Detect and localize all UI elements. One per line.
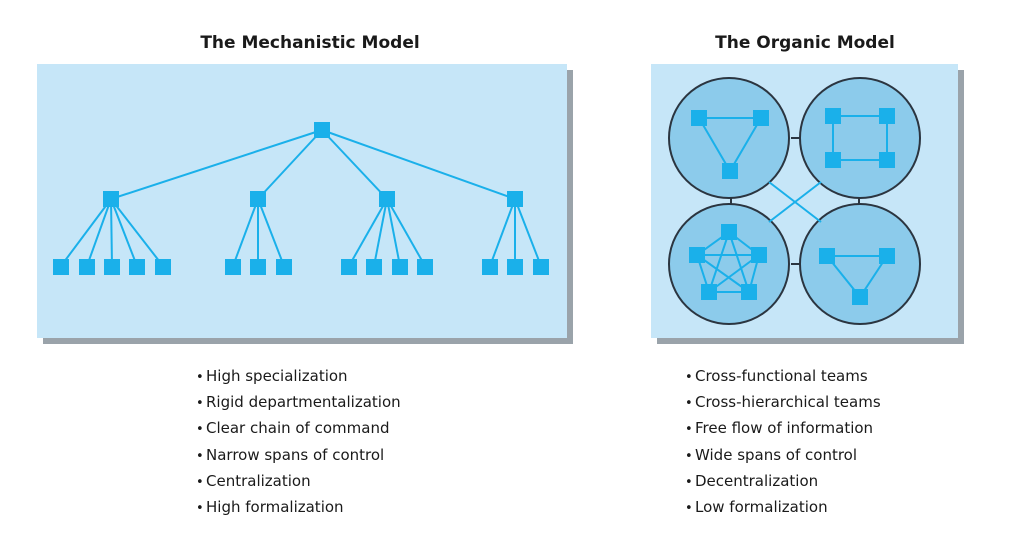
worker-node: [250, 259, 266, 275]
mechanistic-hierarchy-diagram: [53, 122, 549, 275]
mechanistic-model-title: The Mechanistic Model: [200, 33, 420, 53]
team-member-node: [753, 110, 769, 126]
worker-node: [79, 259, 95, 275]
cross-link-line: [768, 181, 822, 223]
team-member-node: [879, 152, 895, 168]
connector-line: [321, 129, 516, 200]
team-member-node: [722, 163, 738, 179]
team-member-node: [819, 248, 835, 264]
characteristic-item: Rigid departmentalization: [196, 390, 401, 416]
cross-team-links: [768, 181, 822, 223]
worker-node: [533, 259, 549, 275]
connector-line: [386, 198, 426, 267]
worker-node: [129, 259, 145, 275]
middle-manager-node: [507, 191, 523, 207]
connector-line: [232, 198, 259, 267]
team-triangle-links: [824, 255, 889, 299]
connector-line: [60, 198, 112, 267]
connector-line: [257, 129, 323, 200]
connector-line: [373, 198, 388, 267]
worker-node: [507, 259, 523, 275]
connector-line: [348, 198, 388, 267]
connector-line: [257, 198, 285, 267]
worker-node: [225, 259, 241, 275]
connector-line: [489, 198, 516, 267]
characteristic-item: Low formalization: [685, 495, 881, 521]
characteristic-item: Cross-hierarchical teams: [685, 390, 881, 416]
organic-characteristics-list: Cross-functional teams Cross-hierarchica…: [685, 364, 881, 521]
characteristic-item: Centralization: [196, 469, 401, 495]
team-member-node: [879, 108, 895, 124]
organic-model-title: The Organic Model: [715, 33, 895, 53]
team-member-node: [825, 108, 841, 124]
middle-manager-node: [250, 191, 266, 207]
worker-node: [53, 259, 69, 275]
team-member-node: [879, 248, 895, 264]
hierarchy-connectors: [60, 129, 542, 267]
worker-node: [417, 259, 433, 275]
worker-node: [276, 259, 292, 275]
team-member-node: [751, 247, 767, 263]
connector-line: [514, 198, 542, 267]
characteristic-item: Decentralization: [685, 469, 881, 495]
connector-line: [386, 198, 401, 267]
characteristic-item: Narrow spans of control: [196, 443, 401, 469]
connector-line: [110, 129, 323, 200]
team-member-node: [825, 152, 841, 168]
organic-team-diagram: [668, 77, 921, 325]
connector-line: [86, 198, 112, 267]
characteristic-item: Cross-functional teams: [685, 364, 881, 390]
team-circle: [799, 77, 921, 199]
worker-node: [104, 259, 120, 275]
characteristic-item: Wide spans of control: [685, 443, 881, 469]
team-member-node: [691, 110, 707, 126]
organic-diagram-panel: [651, 64, 958, 338]
connector-line: [110, 198, 164, 267]
team-circle: [668, 203, 790, 325]
mechanistic-diagram-panel: [37, 64, 567, 338]
team-circle: [668, 77, 790, 199]
characteristic-item: Clear chain of command: [196, 416, 401, 442]
worker-node: [392, 259, 408, 275]
mechanistic-characteristics-list: High specialization Rigid departmentaliz…: [196, 364, 401, 521]
team-member-node: [701, 284, 717, 300]
worker-node: [366, 259, 382, 275]
team-triangle-links: [697, 117, 763, 173]
middle-manager-node: [379, 191, 395, 207]
team-member-node: [852, 289, 868, 305]
characteristic-item: High formalization: [196, 495, 401, 521]
middle-manager-node: [103, 191, 119, 207]
team-member-node: [721, 224, 737, 240]
connector-line: [321, 129, 388, 200]
worker-node: [341, 259, 357, 275]
worker-node: [155, 259, 171, 275]
connector-line: [110, 198, 113, 267]
team-circle: [799, 203, 921, 325]
characteristic-item: Free flow of information: [685, 416, 881, 442]
team-nodes: [689, 108, 895, 305]
connector-line: [110, 198, 138, 267]
hierarchy-nodes: [53, 122, 549, 275]
characteristic-item: High specialization: [196, 364, 401, 390]
team-member-node: [741, 284, 757, 300]
team-star-links: [693, 228, 763, 295]
worker-node: [482, 259, 498, 275]
team-member-node: [689, 247, 705, 263]
top-manager-node: [314, 122, 330, 138]
